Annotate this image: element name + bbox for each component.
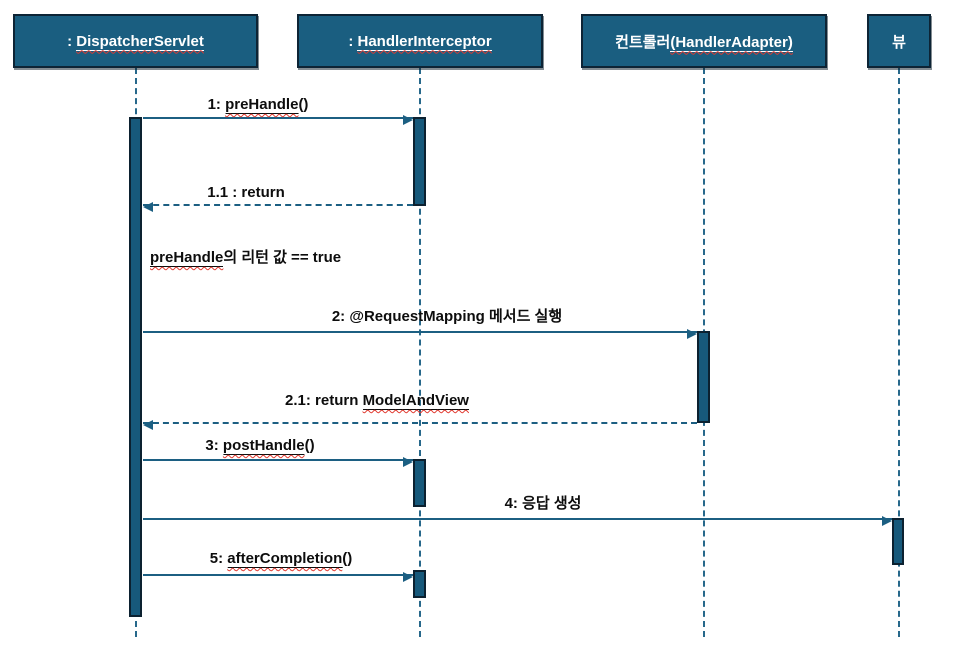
arrowhead-right-icon — [403, 457, 413, 467]
message-arrow-5-aftercompletion — [143, 572, 413, 582]
message-arrow-4-render — [143, 516, 892, 526]
message-arrow-2-requestmapping — [143, 329, 697, 339]
message-label-1: 1: preHandle() — [207, 96, 309, 114]
message-return-arrow-2-1 — [143, 420, 697, 430]
activation-bar-interceptor-prehandle — [413, 117, 426, 206]
activation-bar-view — [892, 518, 904, 565]
arrowhead-right-icon — [882, 516, 892, 526]
guard-label-prehandle-true: preHandle의 리턴 값 == true — [150, 249, 342, 267]
message-label-1-1-return: 1.1 : return — [207, 184, 285, 201]
participant-label: : DispatcherServlet — [67, 32, 204, 51]
lifeline-handler-interceptor — [419, 68, 421, 637]
message-arrow-3-posthandle — [143, 457, 413, 467]
arrowhead-left-icon — [143, 420, 153, 430]
message-label-4: 4: 응답 생성 — [504, 495, 582, 512]
arrowhead-right-icon — [403, 115, 413, 125]
activation-bar-interceptor-posthandle — [413, 459, 426, 507]
arrowhead-left-icon — [143, 202, 153, 212]
participant-box-controller: 컨트롤러(HandlerAdapter) — [581, 14, 827, 68]
participant-box-dispatcher-servlet: : DispatcherServlet — [13, 14, 258, 68]
arrowhead-right-icon — [403, 572, 413, 582]
message-return-arrow-1-1 — [143, 202, 413, 212]
arrowhead-right-icon — [687, 329, 697, 339]
lifeline-view — [898, 68, 900, 637]
participant-label: 컨트롤러(HandlerAdapter) — [615, 33, 793, 52]
message-label-2: 2: @RequestMapping 메서드 실행 — [331, 308, 563, 325]
participant-label: : HandlerInterceptor — [348, 32, 492, 51]
activation-bar-controller — [697, 331, 710, 423]
participant-label: 뷰 — [892, 33, 906, 51]
activation-bar-dispatcher — [129, 117, 142, 617]
participant-box-handler-interceptor: : HandlerInterceptor — [297, 14, 543, 68]
activation-bar-interceptor-aftercompletion — [413, 570, 426, 598]
participant-box-view: 뷰 — [867, 14, 931, 68]
message-label-5: 5: afterCompletion() — [209, 550, 353, 568]
message-label-2-1-return: 2.1: return ModelAndView — [285, 392, 469, 410]
message-label-3: 3: postHandle() — [205, 437, 315, 455]
message-arrow-1-prehandle — [143, 115, 413, 125]
